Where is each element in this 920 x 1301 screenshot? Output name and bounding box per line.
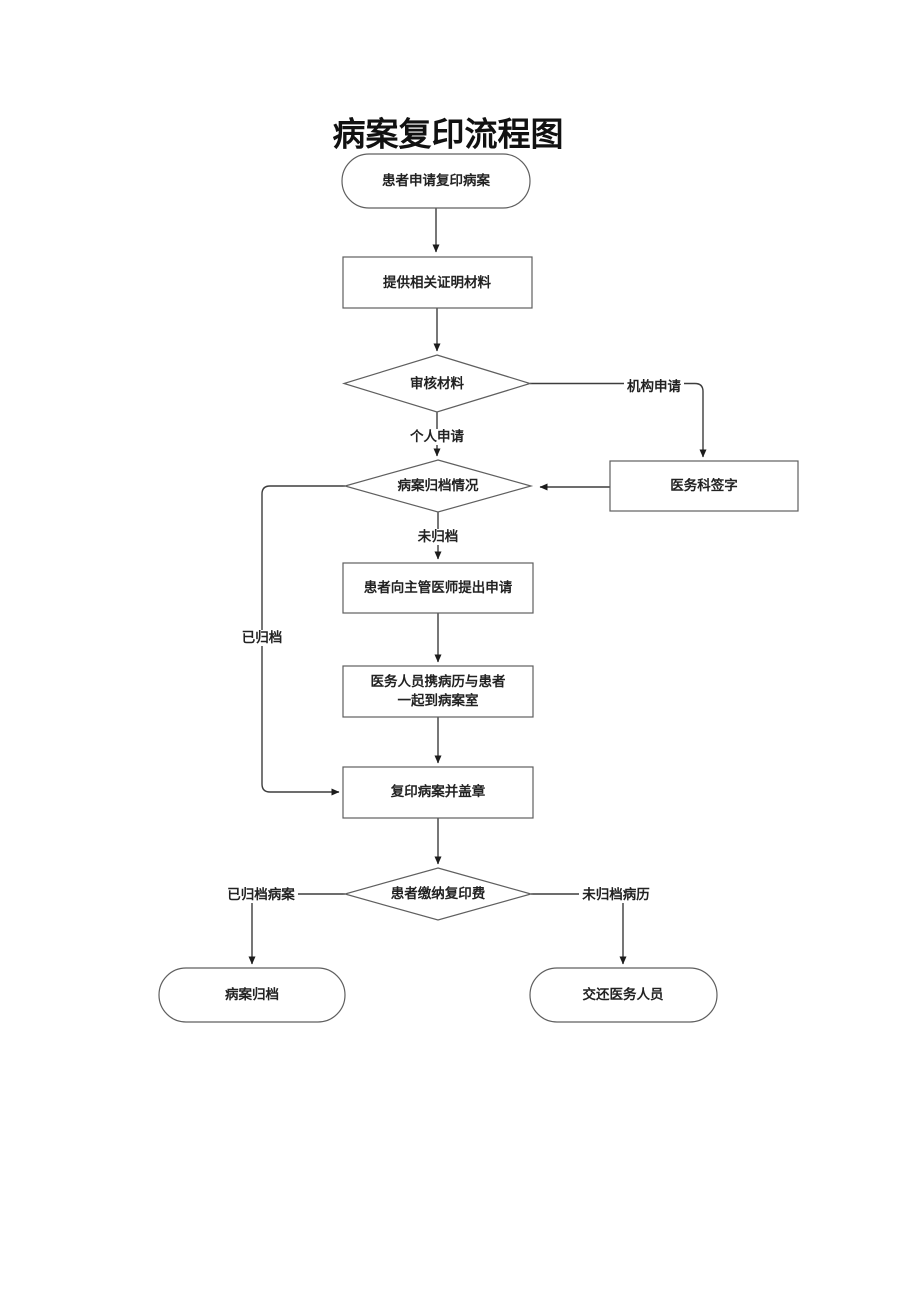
edge-label-bg [407, 429, 467, 445]
node-archive-record: 病案归档 [158, 967, 346, 1023]
terminator-shape [158, 967, 346, 1023]
node-medical-dept-sign: 医务科签字 [609, 460, 799, 512]
edge-pay-to-return [531, 893, 627, 965]
node-provide-materials: 提供相关证明材料 [342, 256, 533, 309]
node-escort-to-room-label-line1: 医务人员携病历与患者 [371, 673, 506, 690]
node-start: 患者申请复印病案 [341, 153, 531, 209]
node-request-doctor-label: 患者向主管医师提出申请 [364, 579, 513, 596]
edge-label-bg [224, 887, 298, 903]
edge-pay-to-archive [248, 893, 345, 965]
edge-label-bg [415, 529, 461, 545]
process-shape [342, 562, 534, 614]
node-pay-fee-label: 患者缴纳复印费 [391, 885, 486, 902]
decision-shape [342, 459, 534, 513]
edge-label-not-archived-record: 未归档病历 [579, 886, 653, 903]
process-shape [342, 665, 534, 718]
edge-label-not-archived: 未归档 [415, 528, 461, 545]
process-shape [342, 256, 533, 309]
node-review-materials: 审核材料 [341, 354, 533, 413]
decision-shape [341, 354, 533, 413]
edge-label-text: 已归档病案 [227, 886, 295, 903]
edge-label-bg [624, 379, 684, 395]
node-copy-and-stamp: 复印病案并盖章 [342, 766, 534, 819]
process-shape [342, 766, 534, 819]
node-archive-status-label: 病案归档情况 [398, 477, 479, 494]
node-review-materials-label: 审核材料 [410, 375, 464, 392]
node-start-label: 患者申请复印病案 [382, 172, 490, 189]
node-escort-to-room-label-line2: 一起到病案室 [398, 692, 479, 709]
node-provide-materials-label: 提供相关证明材料 [383, 274, 491, 291]
decision-shape [342, 867, 534, 921]
edge-label-archived-record: 已归档病案 [224, 886, 298, 903]
edge-label-text: 未归档病历 [582, 886, 650, 903]
node-medical-dept-sign-label: 医务科签字 [670, 477, 738, 494]
node-return-to-staff-label: 交还医务人员 [583, 986, 664, 1003]
node-archive-record-label: 病案归档 [225, 986, 279, 1003]
edge-label-text: 机构申请 [627, 378, 681, 395]
node-escort-to-room: 医务人员携病历与患者 一起到病案室 [342, 665, 534, 718]
edge-label-archived: 已归档 [239, 629, 285, 646]
process-shape [609, 460, 799, 512]
node-return-to-staff: 交还医务人员 [529, 967, 718, 1023]
edge-label-bg [579, 887, 653, 903]
edge-label-institution-apply: 机构申请 [624, 378, 684, 395]
node-request-doctor: 患者向主管医师提出申请 [342, 562, 534, 614]
node-archive-status: 病案归档情况 [342, 459, 534, 513]
node-copy-and-stamp-label: 复印病案并盖章 [390, 783, 486, 800]
edge-label-personal-apply: 个人申请 [407, 428, 467, 445]
edge-label-bg [239, 630, 285, 646]
edge-label-text: 个人申请 [409, 428, 464, 445]
terminator-shape [529, 967, 718, 1023]
page-title: 病案复印流程图 [333, 115, 564, 154]
edge-label-text: 已归档 [242, 629, 283, 646]
edge-label-text: 未归档 [418, 528, 459, 545]
terminator-shape [341, 153, 531, 209]
edge-review-to-sign [530, 382, 707, 458]
node-pay-fee: 患者缴纳复印费 [342, 867, 534, 921]
